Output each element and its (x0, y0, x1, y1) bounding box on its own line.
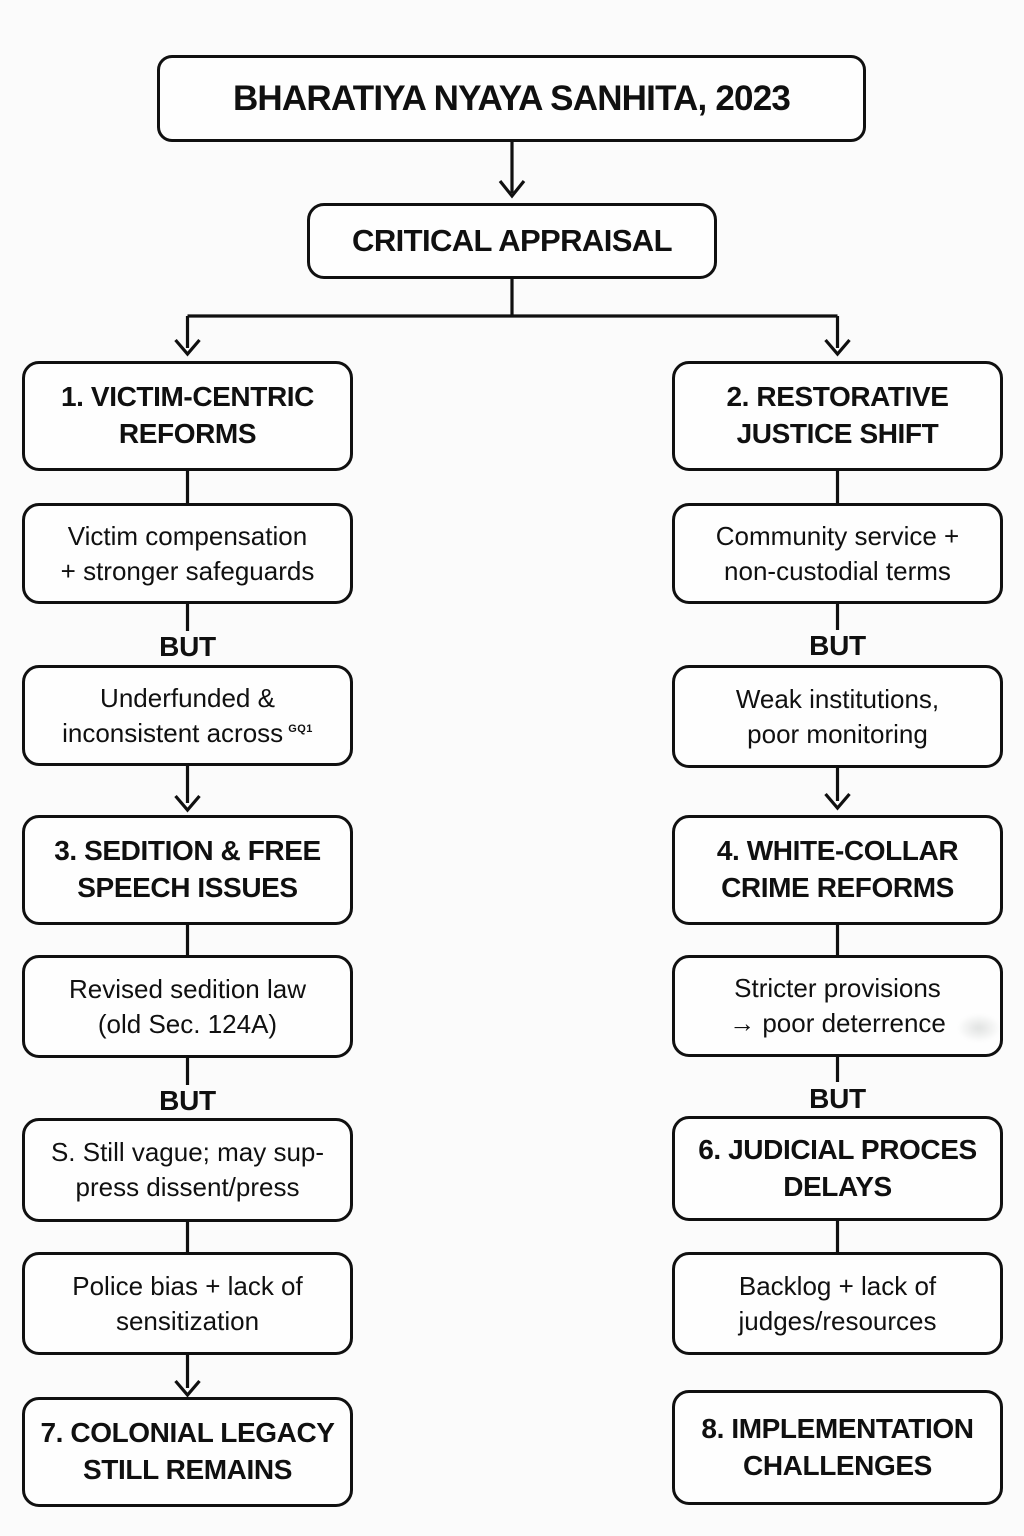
arrowhead-l3 (174, 794, 201, 813)
node-stricter-provisions: Stricter provisions → poor deterrence (672, 955, 1003, 1057)
node-backlog: Backlog + lack of judges/resources (672, 1252, 1003, 1355)
revised-sedition-law-text: Revised sedition law (old Sec. 124A) (68, 973, 306, 1039)
victim-compensation-text: Victim compensation + stronger safeguard… (60, 520, 315, 586)
arrowhead-branch-left (174, 338, 201, 357)
arrowhead-r3 (824, 792, 851, 811)
node-weak-institutions: Weak institutions, poor monitoring (672, 665, 1003, 768)
sedition-free-speech-text: 3. SEDITION & FREE SPEECH ISSUES (54, 835, 321, 903)
connector-branch (185, 279, 840, 348)
stricter-provisions-text: Stricter provisions → poor deterrence (729, 973, 946, 1038)
still-vague-text: S. Still vague; may sup- press dissent/p… (50, 1137, 325, 1202)
node-still-vague: S. Still vague; may sup- press dissent/p… (22, 1118, 353, 1222)
node-victim-compensation: Victim compensation + stronger safeguard… (22, 503, 353, 604)
restorative-justice-text: 2. RESTORATIVE JUSTICE SHIFT (726, 381, 949, 449)
node-victim-centric-reforms: 1. VICTIM-CENTRIC REFORMS (22, 361, 353, 471)
node-sedition-free-speech: 3. SEDITION & FREE SPEECH ISSUES (22, 815, 353, 925)
implementation-challenges-text: 8. IMPLEMENTATION CHALLENGES (701, 1412, 974, 1481)
node-white-collar-reforms: 4. WHITE-COLLAR CRIME REFORMS (672, 815, 1003, 925)
but-label-left-2: BUT (22, 1085, 353, 1117)
node-critical-appraisal: CRITICAL APPRAISAL (307, 203, 717, 279)
node-judicial-process-delays: 6. JUDICIAL PROCES DELAYS (672, 1116, 1003, 1221)
critical-appraisal-text: CRITICAL APPRAISAL (352, 223, 672, 258)
but-label-right-2: BUT (672, 1083, 1003, 1115)
node-implementation-challenges: 8. IMPLEMENTATION CHALLENGES (672, 1390, 1003, 1505)
main-title-text: BHARATIYA NYAYA SANHITA, 2023 (232, 78, 791, 118)
but-label-right-1: BUT (672, 630, 1003, 662)
node-colonial-legacy: 7. COLONIAL LEGACY STILL REMAINS (22, 1397, 353, 1507)
arrowhead-appraisal (498, 180, 526, 199)
but-label-left-1: BUT (22, 631, 353, 663)
police-bias-text: Police bias + lack of sensitization (72, 1270, 303, 1336)
watermark-smudge-artifact (948, 1008, 1010, 1048)
arrowhead-l7 (174, 1379, 201, 1398)
node-community-service: Community service + non-custodial terms (672, 503, 1003, 604)
victim-centric-reforms-text: 1. VICTIM-CENTRIC REFORMS (61, 381, 314, 449)
white-collar-reforms-text: 4. WHITE-COLLAR CRIME REFORMS (716, 835, 959, 903)
node-restorative-justice: 2. RESTORATIVE JUSTICE SHIFT (672, 361, 1003, 471)
node-main-title: BHARATIYA NYAYA SANHITA, 2023 (157, 55, 866, 142)
node-revised-sedition-law: Revised sedition law (old Sec. 124A) (22, 955, 353, 1058)
colonial-legacy-text: 7. COLONIAL LEGACY STILL REMAINS (40, 1417, 335, 1485)
node-police-bias: Police bias + lack of sensitization (22, 1252, 353, 1355)
weak-institutions-text: Weak institutions, poor monitoring (735, 683, 940, 749)
underfunded-main-text: Underfunded & inconsistent across (62, 682, 284, 748)
community-service-text: Community service + non-custodial terms (715, 520, 960, 586)
arrowhead-branch-right (824, 338, 851, 357)
footnote-ref: GQ1 (288, 722, 313, 735)
judicial-process-delays-text: 6. JUDICIAL PROCES DELAYS (698, 1133, 977, 1202)
backlog-text: Backlog + lack of judges/resources (738, 1270, 937, 1336)
